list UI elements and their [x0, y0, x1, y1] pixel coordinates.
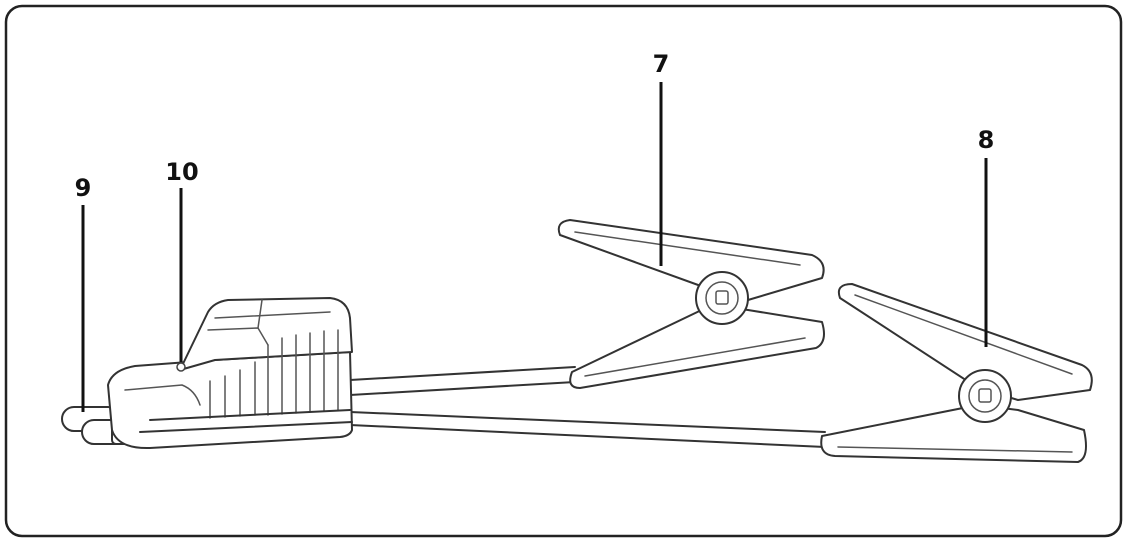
clamp-8 [820, 283, 1093, 463]
clamp-7 [557, 219, 825, 389]
callout-label-7: 7 [653, 50, 670, 78]
cable-lines [349, 366, 826, 448]
callout-label-10: 10 [165, 158, 198, 186]
indicator-light-dot [176, 362, 186, 372]
housing-grooves [209, 329, 339, 419]
callout-label-8: 8 [978, 126, 995, 154]
callout-label-9: 9 [75, 174, 92, 202]
smart-connector-box [61, 297, 353, 450]
leader-lines [81, 82, 988, 412]
